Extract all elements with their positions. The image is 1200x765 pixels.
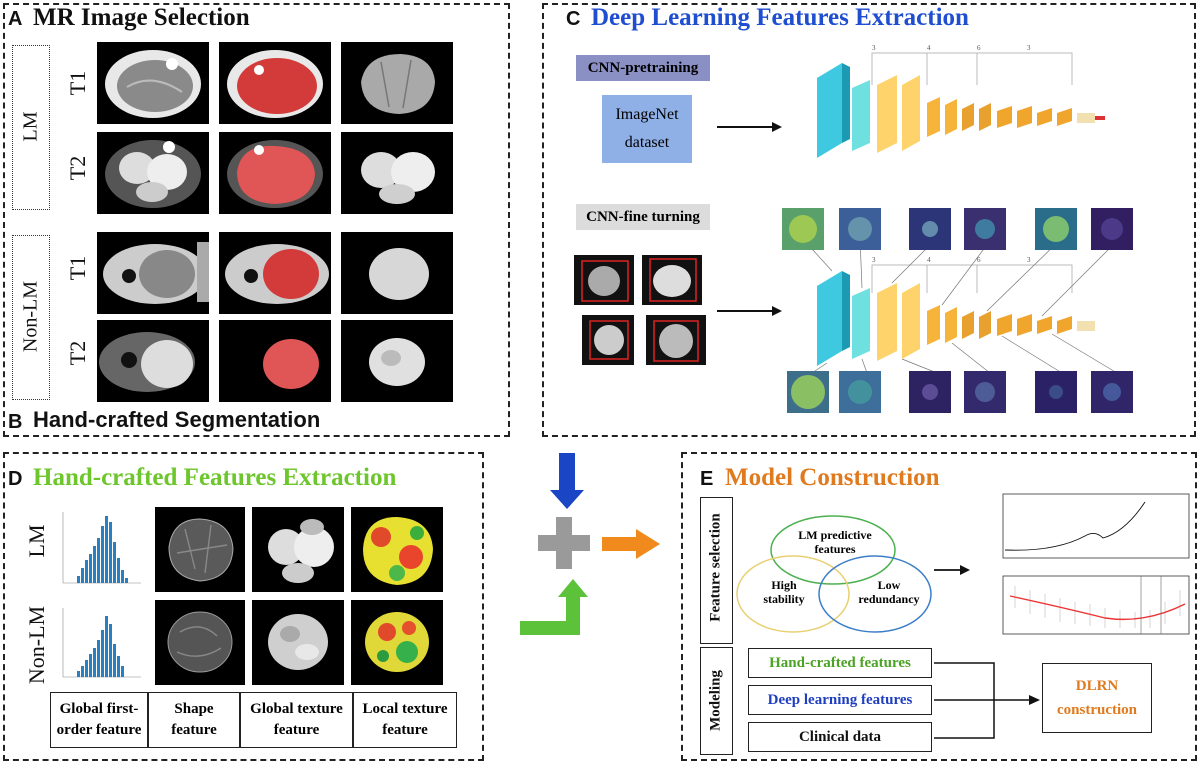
block-count-3: 6 bbox=[977, 44, 981, 52]
venn-label-redundancy: Low redundancy bbox=[858, 578, 920, 606]
modeling-label-box bbox=[700, 647, 733, 755]
feature-selection-label: Feature selection bbox=[707, 513, 724, 622]
panel-b-label: B bbox=[8, 411, 23, 433]
feature-maps-top bbox=[782, 208, 1133, 250]
dlrn-construction-box: DLRN construction bbox=[1042, 663, 1152, 733]
venn-to-plots-arrow bbox=[934, 565, 970, 575]
mri-nonlm-t2-original bbox=[97, 320, 209, 402]
mri-nonlm-t2-roi bbox=[341, 320, 453, 402]
block-count-1: 3 bbox=[872, 44, 876, 52]
panel-d bbox=[3, 452, 484, 761]
row-label-t2-nonlm: T2 bbox=[65, 340, 90, 366]
cnn-pretraining-tag: CNN-pretraining bbox=[576, 55, 710, 81]
mri-lm-t2-segmented bbox=[219, 132, 331, 214]
row-label-d-lm: LM bbox=[24, 524, 49, 558]
row-label-t1-lm: T1 bbox=[65, 70, 90, 96]
block-count-3-ft: 6 bbox=[977, 256, 981, 264]
row-label-d-nonlm: Non-LM bbox=[24, 605, 49, 685]
feature-label-global-texture: Global texture feature bbox=[250, 701, 343, 738]
histogram-nonlm bbox=[62, 608, 141, 678]
venn-label-predictive: LM predictive features bbox=[798, 528, 872, 556]
dlrn-construction-text: DLRN construction bbox=[1057, 678, 1137, 718]
mri-nonlm-t1-original bbox=[97, 232, 209, 314]
cnn-top: 3 4 6 3 bbox=[817, 44, 1105, 158]
cnn-finetuning-text: CNN-fine turning bbox=[586, 209, 700, 225]
input-clinical-text: Clinical data bbox=[798, 729, 882, 745]
mri-lm-t1-segmented bbox=[219, 42, 331, 124]
input-hand-crafted-text: Hand-crafted features bbox=[769, 655, 911, 671]
feature-selection-label-box bbox=[700, 497, 733, 644]
cnn-bottom: 3 4 6 3 bbox=[801, 237, 1121, 374]
feature-label-shape: Shape feature bbox=[171, 701, 217, 738]
panel-b-title: Hand-crafted Segmentation bbox=[33, 407, 321, 432]
panel-d-label: D bbox=[8, 468, 23, 490]
local-texture-nonlm bbox=[351, 600, 443, 685]
imagenet-dataset-text: ImageNet dataset bbox=[615, 106, 679, 151]
panel-a-title: MR Image Selection bbox=[33, 4, 250, 31]
mri-nonlm-t2-segmented bbox=[219, 320, 331, 402]
panel-c bbox=[542, 3, 1196, 437]
panel-c-title: Deep Learning Features Extraction bbox=[591, 4, 969, 31]
group-box-lm bbox=[12, 45, 50, 210]
input-hand-crafted: Hand-crafted features bbox=[748, 648, 932, 678]
row-label-t1-nonlm: T1 bbox=[65, 255, 90, 281]
input-deep-learning: Deep learning features bbox=[748, 685, 932, 715]
feature-maps-bottom bbox=[787, 371, 1133, 413]
row-label-t2-lm: T2 bbox=[65, 155, 90, 181]
imagenet-dataset-box: ImageNet dataset bbox=[602, 95, 692, 163]
center-connectors bbox=[520, 453, 660, 635]
feature-cell-shape: Shape feature bbox=[148, 692, 240, 748]
panel-e-label: E bbox=[700, 468, 714, 490]
global-texture-nonlm bbox=[252, 600, 344, 685]
panel-a bbox=[3, 3, 510, 437]
block-count-2-ft: 4 bbox=[927, 256, 931, 264]
cnn-pretraining-text: CNN-pretraining bbox=[587, 60, 699, 76]
shape-feature-lm bbox=[155, 507, 245, 592]
mri-lm-t2-roi bbox=[341, 132, 453, 214]
arrow-down-blue-icon bbox=[550, 453, 584, 509]
mri-lm-t1-roi bbox=[341, 42, 453, 124]
histogram-lm bbox=[62, 512, 141, 584]
cnn-finetuning-tag: CNN-fine turning bbox=[576, 204, 710, 230]
modeling-label: Modeling bbox=[707, 670, 724, 731]
block-count-2: 4 bbox=[927, 44, 931, 52]
mri-nonlm-t1-roi bbox=[341, 232, 453, 314]
lasso-plots bbox=[1002, 493, 1190, 635]
panel-e bbox=[681, 452, 1197, 761]
finetune-input-thumbnails bbox=[574, 255, 706, 365]
group-label-non-lm: Non-LM bbox=[19, 280, 42, 353]
feature-label-local-texture: Local texture feature bbox=[362, 701, 448, 738]
mri-nonlm-t1-segmented bbox=[219, 232, 331, 314]
block-count-1-ft: 3 bbox=[872, 256, 876, 264]
panel-d-title: Hand-crafted Features Extraction bbox=[33, 464, 397, 491]
feature-cell-first-order: Global first-order feature bbox=[50, 692, 148, 748]
input-clinical: Clinical data bbox=[748, 722, 932, 752]
plus-icon bbox=[538, 517, 590, 569]
feature-cell-local-texture: Local texture feature bbox=[353, 692, 457, 748]
shape-feature-nonlm bbox=[155, 600, 245, 685]
panel-a-label: A bbox=[8, 8, 23, 30]
mri-lm-t2-original bbox=[97, 132, 209, 214]
panel-e-title: Model Construction bbox=[725, 464, 940, 491]
feature-cell-global-texture: Global texture feature bbox=[240, 692, 353, 748]
global-texture-lm bbox=[252, 507, 344, 592]
group-box-non-lm bbox=[12, 235, 50, 400]
modeling-connectors bbox=[934, 662, 1040, 739]
panel-c-label: C bbox=[566, 8, 581, 30]
arrow-up-green-icon bbox=[520, 579, 588, 635]
block-count-4: 3 bbox=[1027, 44, 1031, 52]
block-count-4-ft: 3 bbox=[1027, 256, 1031, 264]
mri-lm-t1-original bbox=[97, 42, 209, 124]
group-label-lm: LM bbox=[19, 111, 42, 142]
input-deep-learning-text: Deep learning features bbox=[767, 692, 913, 708]
venn-diagram bbox=[736, 515, 932, 633]
local-texture-lm bbox=[351, 507, 443, 592]
feature-label-first-order: Global first-order feature bbox=[56, 701, 142, 738]
panel-c-network-graphics: 3 4 6 3 3 4 6 3 bbox=[574, 44, 1133, 413]
venn-label-stability: High stability bbox=[763, 578, 805, 606]
arrow-right-orange-icon bbox=[602, 529, 660, 559]
